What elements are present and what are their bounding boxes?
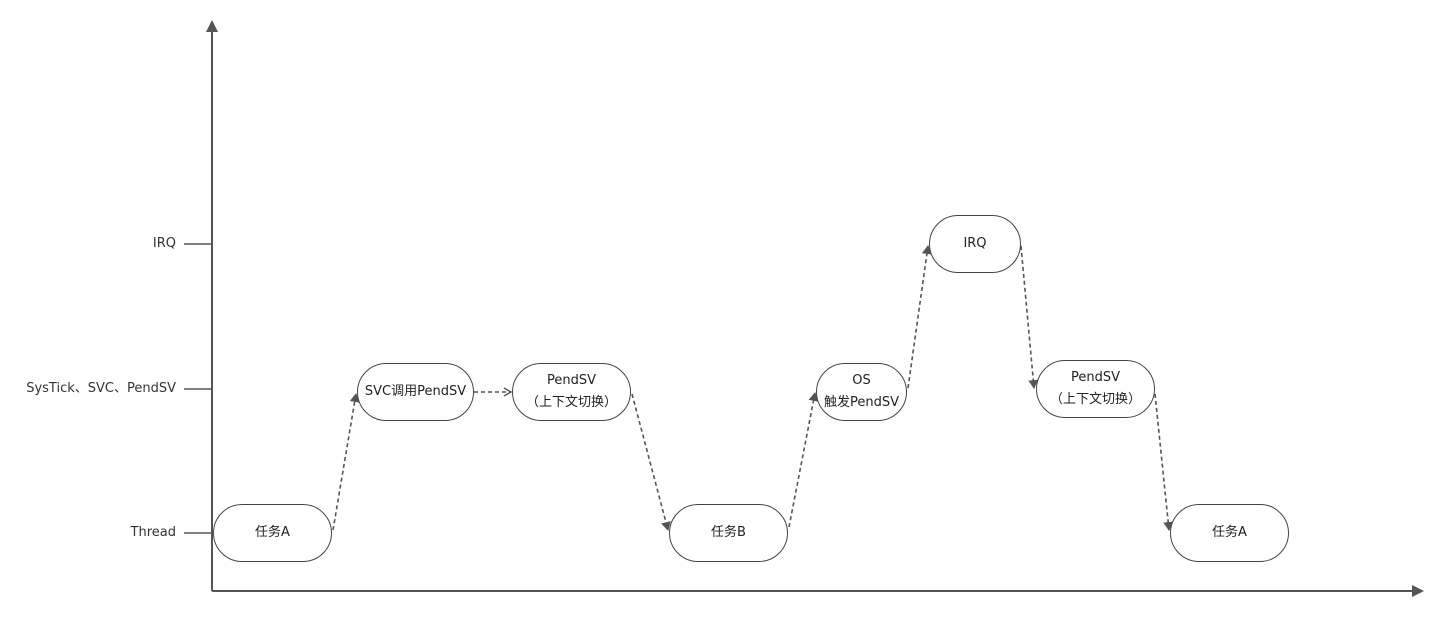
level-label-thread: Thread [130, 525, 176, 540]
node-task-b: 任务B [669, 504, 788, 562]
node-text: PendSV [546, 373, 596, 388]
arrow-irq-to-pendsv [1020, 245, 1039, 389]
node-os-trigger: OS 触发PendSV [816, 363, 907, 421]
node-svc-call: SVC调用PendSV [357, 363, 474, 421]
arrow-taskB-to-os [788, 392, 819, 528]
node-pendsv-1: PendSV （上下文切换） [512, 363, 631, 421]
node-text: OS [852, 373, 871, 388]
level-label-exception: SysTick、SVC、PendSV [26, 381, 176, 396]
arrow-pendsv-to-taskB [631, 393, 671, 531]
node-text: SVC调用PendSV [364, 384, 467, 399]
node-task-a-2: 任务A [1170, 504, 1289, 562]
node-text: 任务A [255, 525, 290, 540]
node-text: 触发PendSV [823, 395, 899, 410]
node-text: （上下文切换） [525, 395, 617, 410]
arrow-pendsv-to-taskA [1154, 393, 1174, 531]
arrow-taskA-to-svc [332, 393, 360, 531]
node-text: PendSV [1070, 370, 1120, 385]
node-text: （上下文切换） [1049, 392, 1141, 407]
node-pendsv-2: PendSV （上下文切换） [1036, 360, 1155, 418]
node-text: 任务B [711, 525, 746, 540]
level-label-irq: IRQ [152, 236, 176, 251]
node-irq: IRQ [929, 215, 1021, 273]
arrow-os-to-irq [907, 245, 932, 389]
node-text: 任务A [1212, 525, 1247, 540]
node-task-a-1: 任务A [213, 504, 332, 562]
node-text: IRQ [963, 236, 987, 251]
